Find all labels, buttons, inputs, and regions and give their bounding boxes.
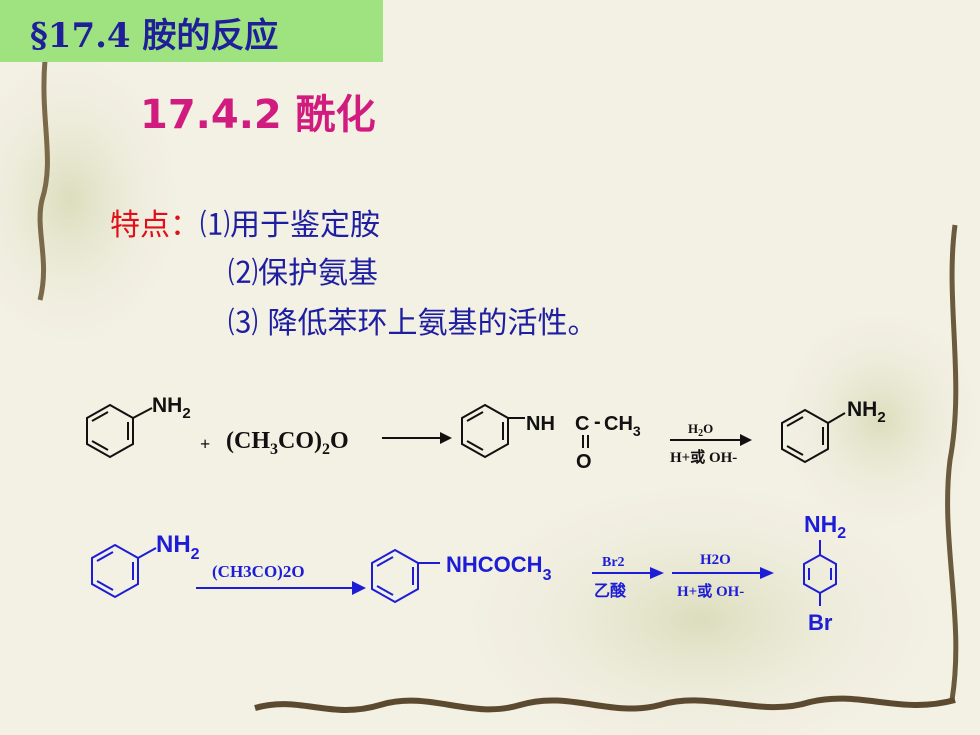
left-vine-decoration bbox=[37, 59, 50, 301]
methyl-label: CH3 bbox=[604, 413, 641, 439]
arrow-head bbox=[740, 434, 752, 446]
amine-group-label: NH2 bbox=[152, 394, 191, 422]
bromo-group-label: Br bbox=[808, 610, 833, 635]
plus-sign: + bbox=[200, 434, 210, 454]
benzene-ring-icon bbox=[461, 403, 525, 459]
product-amine-label: NH2 bbox=[804, 511, 846, 542]
acid-base-condition: H+或 OH- bbox=[677, 582, 744, 600]
feature-item: ⑵保护氨基 bbox=[228, 256, 378, 291]
feature-item: ⑶ 降低苯环上氨基的活性。 bbox=[228, 306, 598, 341]
features-label: 特点： bbox=[110, 208, 200, 243]
acetanilide-label: NHCOCH3 bbox=[446, 552, 552, 584]
right-vine-decoration bbox=[945, 224, 959, 701]
carbonyl-o-label: O bbox=[576, 451, 592, 473]
bottom-vine-decoration bbox=[254, 695, 956, 713]
benzene-ring-icon bbox=[803, 540, 837, 606]
feature-item: ⑴用于鉴定胺 bbox=[200, 208, 380, 243]
section-title: §17.4 胺的反应 bbox=[30, 16, 279, 56]
arrow-head bbox=[440, 432, 452, 444]
bromine-condition: Br2 bbox=[602, 555, 625, 570]
amine-group-label: NH2 bbox=[156, 531, 200, 563]
reaction-2 bbox=[91, 540, 837, 606]
benzene-ring-icon bbox=[86, 403, 153, 459]
acetic-anhydride-condition: (CH3CO)2O bbox=[212, 562, 305, 581]
arrow-head bbox=[760, 567, 774, 579]
reaction-1 bbox=[86, 403, 846, 464]
acetic-anhydride-label: (CH3CO)2O bbox=[226, 428, 349, 458]
benzene-ring-icon bbox=[371, 548, 440, 604]
benzene-ring-icon bbox=[781, 408, 846, 464]
water-condition: H2O bbox=[688, 421, 713, 439]
subtitle: 17.4.2 酰化 bbox=[140, 92, 376, 138]
acetic-acid-condition: 乙酸 bbox=[594, 581, 627, 600]
water-condition: H2O bbox=[700, 552, 731, 568]
arrow-head bbox=[650, 567, 664, 579]
amide-dash-label: - bbox=[594, 411, 601, 433]
amide-c-label: C bbox=[575, 413, 589, 435]
arrow-head bbox=[352, 581, 366, 595]
amide-nh-label: NH bbox=[526, 413, 555, 435]
feature-line-1: 特点：⑴用于鉴定胺 bbox=[110, 200, 380, 244]
product-amine-label: NH2 bbox=[847, 398, 886, 426]
section-tab bbox=[0, 0, 383, 62]
benzene-ring-icon bbox=[91, 543, 157, 599]
acid-base-condition: H+或 OH- bbox=[670, 448, 737, 466]
